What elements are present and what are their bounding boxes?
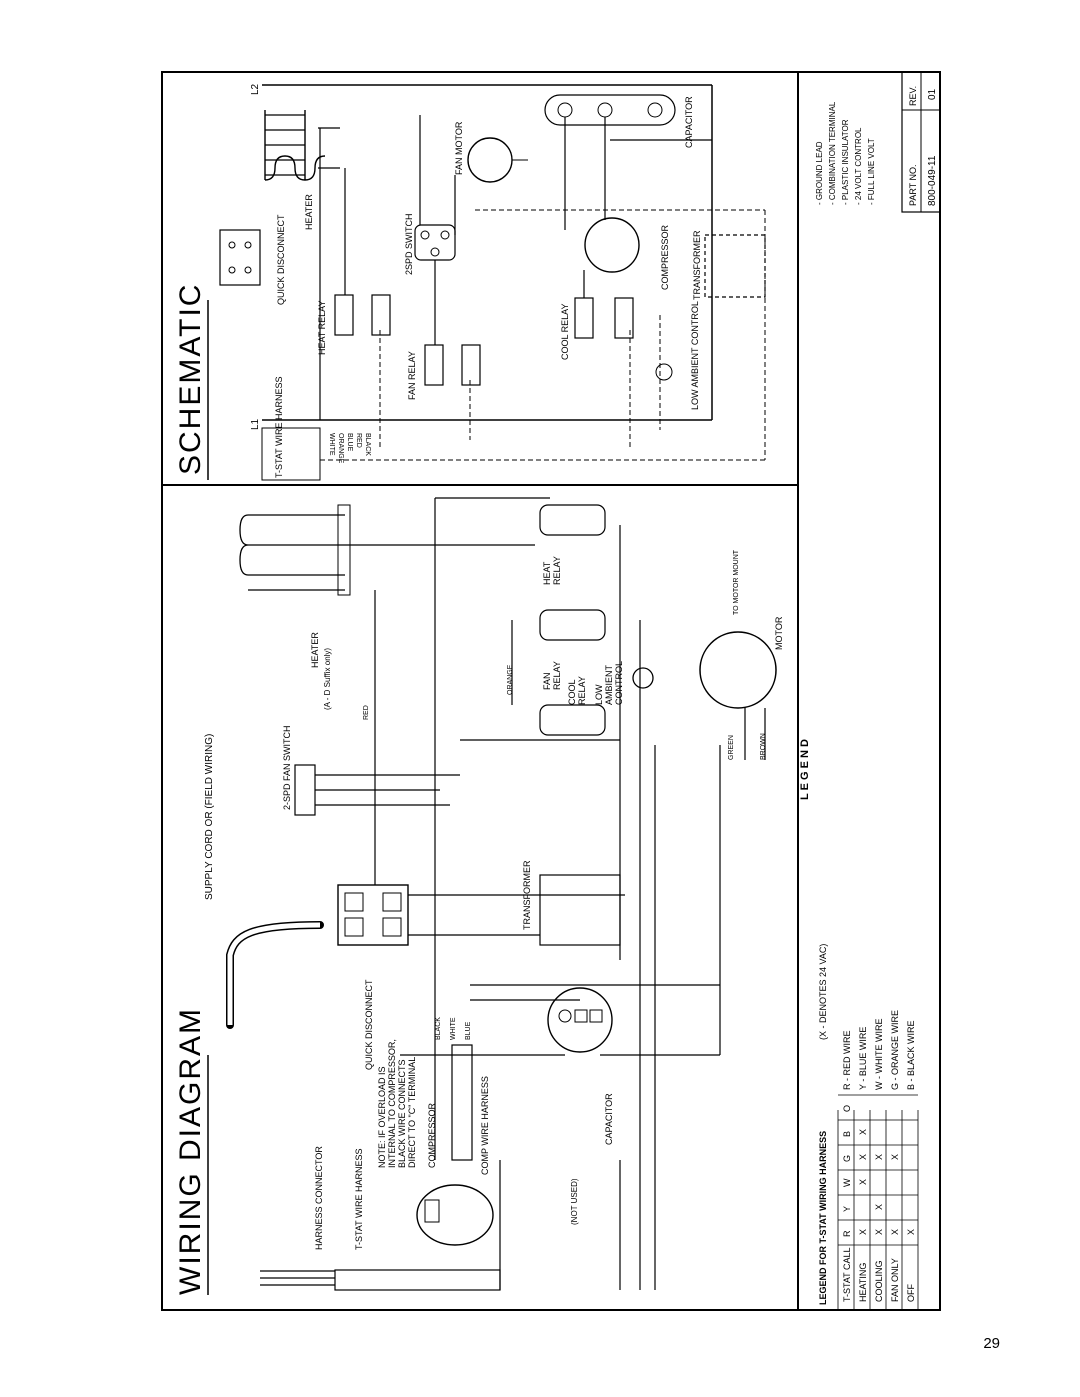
heater-note: (A - D Suffix only) xyxy=(323,648,332,710)
wire-key-1: Y - BLUE WIRE xyxy=(858,1027,868,1090)
2spd-switch-label: 2SPD SWITCH xyxy=(404,213,414,275)
wire-tag-black: BLACK xyxy=(435,1017,442,1040)
tstat-mark: X xyxy=(874,1229,884,1235)
tstat-mark: X xyxy=(874,1204,884,1210)
legend-item-24-volt: - 24 VOLT CONTROL xyxy=(854,127,863,205)
fan-relay-w-label-2: RELAY xyxy=(552,661,562,690)
tstat-row-cooling: COOLING xyxy=(874,1260,884,1302)
tstat-col-r: R xyxy=(842,1230,852,1237)
supply-cord-label: SUPPLY CORD OR (FIELD WIRING) xyxy=(204,734,215,900)
tstat-mark: X xyxy=(858,1229,868,1235)
harness-color-black: BLACK xyxy=(364,433,371,456)
tstat-harness-label: T-STAT WIRE HARNESS xyxy=(274,376,284,478)
legend-title: L E G E N D xyxy=(799,739,811,800)
cool-relay-label: COOL RELAY xyxy=(560,303,570,360)
legend-item-combination-terminal: - COMBINATION TERMINAL xyxy=(828,101,837,205)
tstat-mark: X xyxy=(858,1179,868,1185)
fan-switch-label: 2-SPD FAN SWITCH xyxy=(282,725,292,810)
wire-key-3: G - ORANGE WIRE xyxy=(890,1010,900,1090)
wiring-title: WIRING DIAGRAM xyxy=(174,1007,207,1295)
l1-label: L1 xyxy=(250,418,261,430)
tstat-wire-harness-label: T-STAT WIRE HARNESS xyxy=(354,1148,364,1250)
tstat-row-off: OFF xyxy=(906,1284,916,1302)
to-motor-mount-label: TO MOTOR MOUNT xyxy=(733,549,740,615)
rev-label: REV. xyxy=(908,86,918,106)
l2-label: L2 xyxy=(250,83,261,95)
fan-relay-w-label: FAN xyxy=(542,672,552,690)
tstat-mark: X xyxy=(890,1154,900,1160)
note-line-2: INTERNAL TO COMPRESSOR, xyxy=(387,1039,397,1168)
wire-key-2: W - WHITE WIRE xyxy=(874,1019,884,1091)
cool-relay-w-label: COOL xyxy=(567,679,577,705)
heat-relay-w-label-2: RELAY xyxy=(552,556,562,585)
sheet-border xyxy=(161,71,941,1311)
heat-relay-label: HEAT RELAY xyxy=(317,300,327,355)
legend-item-plastic-insulator: - PLASTIC INSULATOR xyxy=(841,119,850,205)
legend-strip: L E G E N D - GROUND LEAD - COMBINATION T… xyxy=(799,71,941,1310)
part-no-value: 800-049-11 xyxy=(927,155,938,206)
tstat-mark: X xyxy=(890,1229,900,1235)
heater-label: HEATER xyxy=(304,194,314,230)
wire-tag-orange: ORANGE xyxy=(507,664,514,695)
wire-tag-blue: BLUE xyxy=(465,1021,472,1040)
tstat-mark: X xyxy=(874,1154,884,1160)
heater-w-label: HEATER xyxy=(310,632,320,668)
wire-tag-white: WHITE xyxy=(450,1017,457,1040)
low-ambient-w-label-3: CONTROL xyxy=(614,661,624,705)
wiring-section: WIRING DIAGRAM SUPPLY CORD OR (FIELD WIR… xyxy=(174,497,784,1295)
tstat-col-t-stat call: T-STAT CALL xyxy=(842,1247,852,1302)
transformer-label: TRANSFORMER xyxy=(692,230,702,300)
legend-item-full-line: - FULL LINE VOLT xyxy=(867,138,876,205)
compressor-w-label: COMPRESSOR xyxy=(427,1102,437,1168)
low-ambient-label: LOW AMBIENT CONTROL xyxy=(690,301,700,410)
wire-tag-brown: BROWN xyxy=(760,733,767,760)
tstat-mark: X xyxy=(858,1129,868,1135)
tstat-col-g: G xyxy=(842,1155,852,1162)
capacitor-label: CAPACITOR xyxy=(684,96,694,148)
harness-color-white: WHITE xyxy=(328,433,335,456)
note-line-4: DIRECT TO "C" TERMINAL xyxy=(407,1057,417,1168)
harness-connector-label: HARNESS CONNECTOR xyxy=(314,1146,324,1250)
tstat-mark: X xyxy=(906,1229,916,1235)
quick-disconnect-label: QUICK DISCONNECT xyxy=(276,214,286,305)
cool-relay-w-label-2: RELAY xyxy=(577,676,587,705)
wire-tag-red: RED xyxy=(363,705,370,720)
tstat-row-fan-only: FAN ONLY xyxy=(890,1258,900,1302)
tstat-col-y: Y xyxy=(842,1206,852,1212)
harness-color-red: RED xyxy=(355,433,362,448)
note-line-3: BLACK WIRE CONNECTS xyxy=(397,1059,407,1168)
harness-color-orange: ORANGE xyxy=(337,433,344,464)
fan-motor-label: FAN MOTOR xyxy=(454,121,464,175)
not-used-label: (NOT USED) xyxy=(570,1178,579,1225)
tstat-legend-note: (X - DENOTES 24 VAC) xyxy=(818,944,828,1040)
low-ambient-w-label: LOW xyxy=(594,684,604,705)
fan-relay-label: FAN RELAY xyxy=(407,351,417,400)
page-number: 29 xyxy=(983,1335,1000,1352)
harness-color-blue: BLUE xyxy=(346,433,353,452)
wire-key-4: B - BLACK WIRE xyxy=(906,1020,916,1090)
comp-harness-label: COMP WIRE HARNESS xyxy=(480,1076,490,1175)
wire-key-0: R - RED WIRE xyxy=(842,1031,852,1091)
compressor-label: COMPRESSOR xyxy=(660,224,670,290)
tstat-row-heating: HEATING xyxy=(858,1263,868,1302)
capacitor-w-label: CAPACITOR xyxy=(604,1093,614,1145)
motor-label: MOTOR xyxy=(774,616,784,650)
rev-value: 01 xyxy=(927,88,938,100)
schematic-section: SCHEMATIC L1 L2 QUICK DISCONNECT HEATER … xyxy=(174,83,766,481)
tstat-mark: X xyxy=(858,1154,868,1160)
part-no-label: PART NO. xyxy=(908,164,918,206)
heat-relay-w-label: HEAT xyxy=(542,561,552,585)
schematic-title: SCHEMATIC xyxy=(174,283,207,475)
tstat-col-o: O xyxy=(842,1105,852,1112)
quick-disconnect-w-label: QUICK DISCONNECT xyxy=(364,979,374,1070)
tstat-col-w: W xyxy=(842,1178,852,1187)
note-line-1: NOTE: IF OVERLOAD IS xyxy=(377,1066,387,1168)
tstat-legend-title: LEGEND FOR T-STAT WIRING HARNESS xyxy=(818,1131,828,1305)
low-ambient-w-label-2: AMBIENT xyxy=(604,664,614,705)
legend-item-ground-lead: - GROUND LEAD xyxy=(815,141,824,205)
wire-tag-green: GREEN xyxy=(728,735,735,760)
tstat-col-b: B xyxy=(842,1131,852,1137)
